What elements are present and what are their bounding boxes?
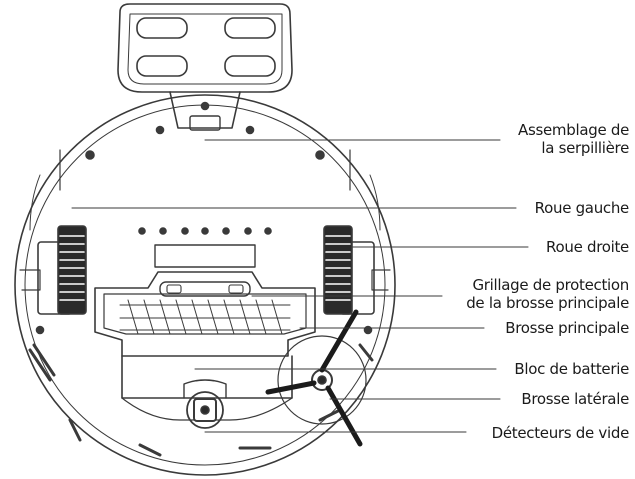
- label-left-wheel: Roue gauche: [534, 199, 630, 217]
- label-right-wheel: Roue droite: [546, 238, 629, 256]
- label-side-brush: Brosse latérale: [521, 390, 629, 408]
- left-wheel-drawing: [37, 225, 87, 315]
- label-cliff-sensors: Détecteurs de vide: [491, 424, 630, 442]
- right-wheel-drawing: [323, 225, 375, 315]
- mop-assembly-drawing: [117, 3, 293, 131]
- sensor-panel-drawing: [138, 227, 272, 268]
- robot-body-drawing: [14, 94, 396, 476]
- label-main-brush: Brosse principale: [505, 319, 629, 337]
- label-brush-guard-line1: Grillage de protection: [472, 276, 629, 294]
- label-brush-guard: Grillage de protection de la brosse prin…: [466, 276, 629, 312]
- leader-lines: [71, 139, 529, 433]
- label-mop-assembly-line2: la serpillière: [541, 139, 629, 157]
- side-brush-drawing: [265, 309, 367, 447]
- label-mop-assembly: Assemblage de la serpillière: [518, 121, 629, 157]
- caster-wheel-drawing: [183, 379, 227, 429]
- main-brush-drawing: [119, 299, 291, 335]
- main-brush-guard-drawing: [94, 271, 316, 357]
- label-brush-guard-line2: de la brosse principale: [466, 294, 629, 312]
- label-mop-assembly-line1: Assemblage de: [518, 121, 629, 139]
- label-battery: Bloc de batterie: [514, 360, 629, 378]
